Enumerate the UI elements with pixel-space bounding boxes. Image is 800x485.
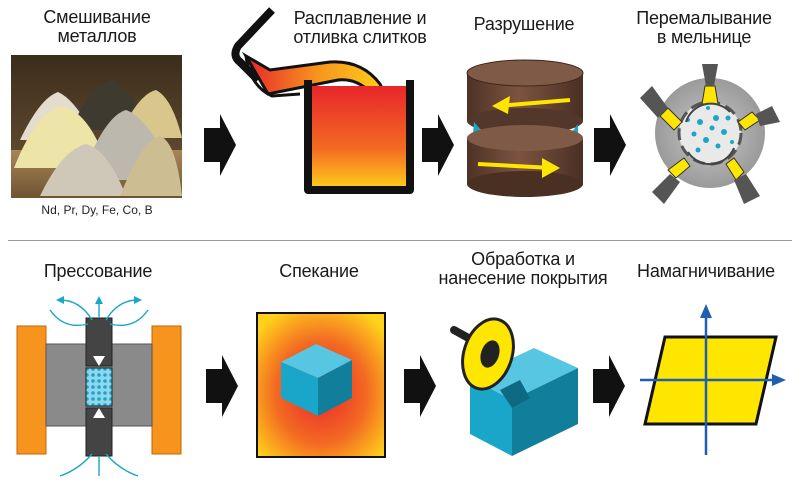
cutting-disc-icon: [450, 317, 578, 456]
flow-arrow-icon: [422, 114, 454, 176]
step-label-machining-coating: Обработка и нанесение покрытия: [438, 249, 608, 288]
step-label-pressing: Прессование: [43, 261, 153, 281]
flow-arrows: [204, 114, 626, 417]
step-label-milling: Перемалывание в мельнице: [636, 8, 772, 47]
flow-arrow-icon: [404, 355, 436, 417]
magnetic-press-icon: [16, 296, 182, 477]
step-sublabel-elements: Nd, Pr, Dy, Fe, Co, B: [41, 203, 153, 217]
step-label-mixing: Смешивание металлов: [43, 7, 151, 46]
crushing-rollers-icon: [466, 59, 584, 197]
step-label-sintering: Спекание: [279, 261, 359, 281]
step-label-melting-casting: Расплавление и отливка слитков: [293, 8, 427, 47]
flow-arrow-icon: [593, 355, 625, 417]
sintering-furnace-icon: [256, 312, 386, 458]
flow-arrow-icon: [594, 114, 626, 176]
flow-arrow-icon: [206, 355, 238, 417]
step-label-magnetizing: Намагничивание: [637, 261, 775, 281]
jet-mill-icon: [640, 64, 780, 204]
step-label-crushing: Разрушение: [473, 14, 575, 34]
row-divider: [8, 240, 792, 241]
metal-powder-piles-image: [11, 55, 182, 198]
flow-arrow-icon: [204, 114, 236, 176]
molten-metal-mold-icon: [231, 7, 414, 194]
hysteresis-loop-icon: [640, 304, 786, 455]
